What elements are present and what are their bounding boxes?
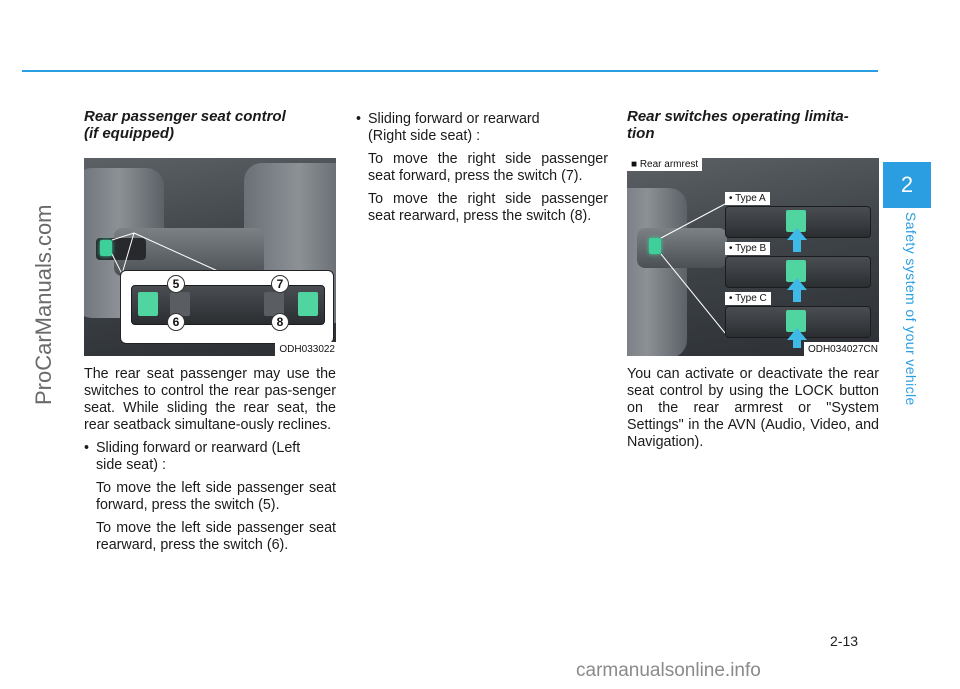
switch-panel bbox=[131, 285, 325, 325]
section-heading-operating-limitation: Rear switches operating limita- tion bbox=[627, 108, 879, 142]
bullet-left-side-seat: Sliding forward or rearward (Left side s… bbox=[84, 440, 336, 474]
bullet-line: side seat) : bbox=[96, 457, 166, 473]
instruction-left-forward: To move the left side passenger seat for… bbox=[96, 480, 336, 513]
chapter-tab: 2 bbox=[883, 162, 931, 208]
type-c-label: • Type C bbox=[725, 292, 771, 305]
switch-zoom-box: 5 6 7 8 bbox=[120, 270, 334, 344]
watermark-bottom: carmanualsonline.info bbox=[576, 660, 761, 681]
instruction-right-rearward: To move the right side passenger seat re… bbox=[368, 191, 608, 224]
heading-line: tion bbox=[627, 125, 655, 142]
seat-back bbox=[627, 188, 687, 356]
watermark-left-text: ProCarManuals.com bbox=[31, 204, 56, 406]
arrow-a-stem bbox=[793, 240, 801, 252]
type-b-label: • Type B bbox=[725, 242, 771, 255]
chapter-number: 2 bbox=[900, 172, 914, 197]
lock-button-b bbox=[786, 260, 806, 282]
switch-indicator bbox=[649, 238, 661, 254]
column-right: Rear switches operating limita- tion ■ R… bbox=[627, 108, 879, 451]
leader-lines bbox=[111, 232, 221, 275]
switch-indicator bbox=[100, 240, 112, 256]
leader-lines bbox=[660, 203, 726, 334]
figure-label: ■ Rear armrest bbox=[627, 158, 703, 171]
arrow-up-icon bbox=[787, 278, 807, 290]
heading-line: Rear passenger seat control bbox=[84, 108, 286, 125]
arrow-up-icon bbox=[787, 328, 807, 340]
column-left: Rear passenger seat control (if equipped… bbox=[84, 108, 336, 554]
type-a-label: • Type A bbox=[725, 192, 770, 205]
callout-8: 8 bbox=[271, 313, 289, 331]
lock-button-c bbox=[786, 310, 806, 332]
arrow-b-stem bbox=[793, 290, 801, 302]
instruction-left-rearward: To move the left side passenger seat rea… bbox=[96, 520, 336, 553]
switch-right-seat bbox=[298, 292, 318, 316]
column-middle: Sliding forward or rearward (Right side … bbox=[356, 108, 608, 225]
figure-caption: ODH033022 bbox=[275, 342, 336, 356]
instruction-right-forward: To move the right side passenger seat fo… bbox=[368, 151, 608, 184]
bullet-line: Sliding forward or rearward bbox=[368, 111, 540, 127]
bullet-line: (Right side seat) : bbox=[368, 128, 481, 144]
switch-right-recline bbox=[264, 292, 284, 316]
intro-paragraph: The rear seat passenger may use the swit… bbox=[84, 366, 336, 433]
arrow-c-stem bbox=[793, 340, 801, 348]
bullet-right-side-seat: Sliding forward or rearward (Right side … bbox=[356, 111, 608, 145]
arrow-up-icon bbox=[787, 228, 807, 240]
switch-left-recline bbox=[170, 292, 190, 316]
figure-rear-seat-switches: 5 6 7 8 ODH033022 bbox=[84, 158, 336, 356]
heading-line: (if equipped) bbox=[84, 125, 174, 142]
body-paragraph: You can activate or deactivate the rear … bbox=[627, 366, 879, 450]
lock-button-a bbox=[786, 210, 806, 232]
figure-rear-armrest-switch-types: ■ Rear armrest • Type A • Type B • Type … bbox=[627, 158, 879, 356]
callout-6: 6 bbox=[167, 313, 185, 331]
callout-7: 7 bbox=[271, 275, 289, 293]
bullet-line: Sliding forward or rearward (Left bbox=[96, 440, 301, 456]
figure-caption: ODH034027CN bbox=[803, 342, 879, 356]
section-heading-rear-seat-control: Rear passenger seat control (if equipped… bbox=[84, 108, 336, 142]
heading-line: Rear switches operating limita- bbox=[627, 108, 849, 125]
callout-5: 5 bbox=[167, 275, 185, 293]
page-number: 2-13 bbox=[830, 633, 859, 649]
switch-left-seat bbox=[138, 292, 158, 316]
header-rule bbox=[22, 70, 878, 72]
watermark-left: ProCarManuals.com bbox=[22, 150, 66, 460]
chapter-title: Safety system of your vehicle bbox=[903, 212, 919, 406]
